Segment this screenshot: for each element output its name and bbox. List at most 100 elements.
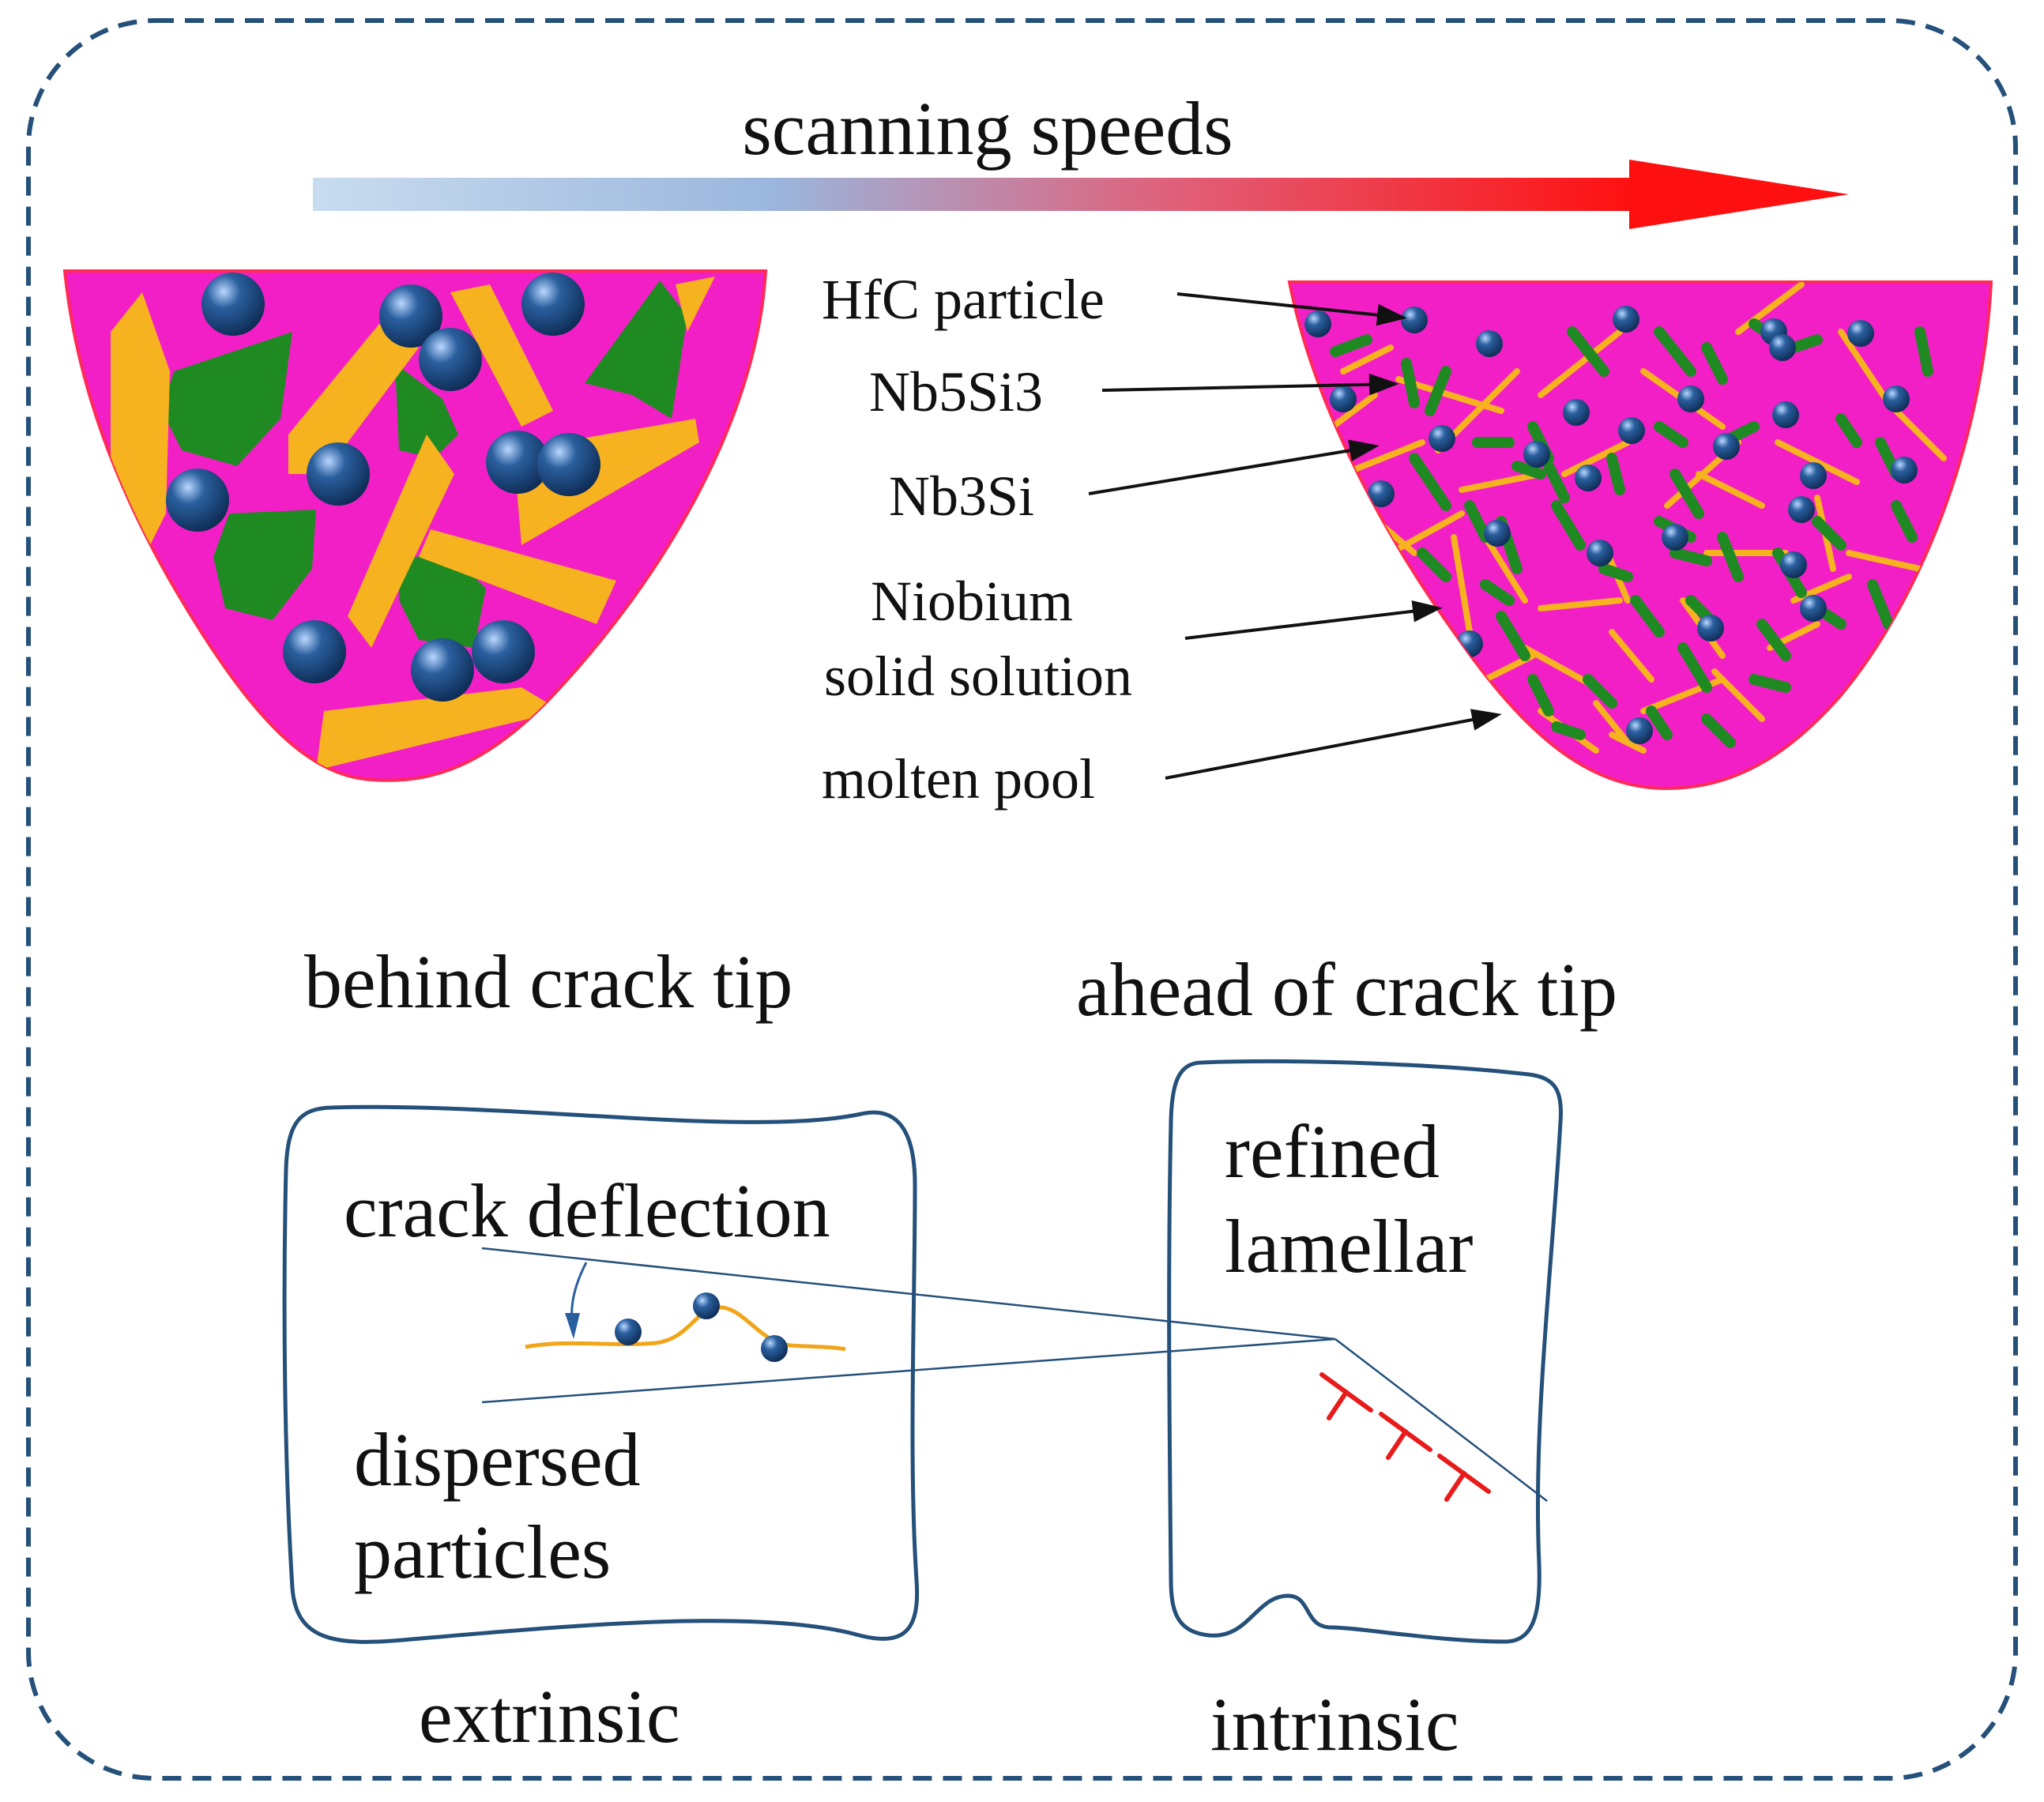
hfc-particle [1563,399,1590,426]
intrinsic-label: intrinsic [1210,1682,1459,1766]
hfc-particle [1847,320,1874,347]
nb5si3-rod [1606,453,1625,495]
nb3si-needle [1838,329,1892,406]
pointer-arrowhead [1376,303,1407,326]
nb5si3-rod [1756,619,1791,661]
crack-wedge [481,1247,1548,1502]
nb5si3-rod [1717,532,1744,582]
coarse-molten-pool [62,269,768,782]
refined-lamellar-line1: refined [1225,1109,1440,1194]
hfc-particle [1575,465,1602,491]
hfc-particle [379,284,442,348]
nb5si3-rod [1480,579,1515,606]
dislocation-symbol [1319,1372,1373,1420]
nb5si3-rod [1701,342,1728,385]
hfc-particle [283,620,346,683]
hfc-particle [1330,386,1357,412]
dislocation-symbol [1379,1412,1432,1460]
nb5si3-rod [1646,705,1673,740]
ahead-of-crack-tip-title: ahead of crack tip [1076,947,1617,1032]
hfc-particle [411,638,474,702]
nb3si-plate [288,324,419,474]
crack-path-particles [615,1292,788,1362]
pointer-arrowhead [1368,373,1399,396]
hfc-particle [1368,480,1395,507]
hfc-particle-label: HfC particle [822,268,1105,331]
dispersed-particles-line1: dispersed [354,1417,641,1502]
crack-tip-extension [1334,1338,1548,1502]
hfc-particle [1429,425,1455,452]
nb3si-needle [1609,732,1647,754]
scanning-speed-arrow [313,160,1849,229]
hfc-particle [201,273,265,336]
speed-arrow-head [1629,160,1849,229]
hfc-particle [1677,386,1704,412]
nb3si-plate [676,277,715,332]
refined-nb5si3-rods [1322,318,1933,748]
hfc-particle [537,433,600,496]
hfc-particle [1476,330,1503,357]
nb3si-needle [1711,668,1765,722]
nb5si3-rod [1511,461,1546,480]
nb3si-needle [1538,597,1623,611]
hfc-particle [1883,386,1910,412]
nb5si3-rod [1409,453,1451,511]
nb3si-needle [1538,329,1623,398]
hfc-particle [419,328,482,391]
nb5si3-rod [1788,334,1823,353]
pointer-arrowhead [1348,439,1380,461]
legend-pointers [1088,292,1502,780]
nb3si-needle [1561,439,1631,477]
refined-molten-pool [1287,280,1993,791]
nb5si3-rod [1669,468,1704,519]
hfc-particle [1697,615,1724,641]
nb5si3-rod [1496,611,1530,661]
hfc-particle [1618,417,1645,444]
dislocation-symbol [1437,1454,1491,1502]
nb3si-needle [1846,550,1923,572]
hfc-particle [486,431,549,494]
niobium-label-line2: solid solution [824,645,1132,708]
nb5si3-rod [1914,326,1933,377]
nb3si-needle [1459,471,1544,493]
nb5si3-rod [1322,500,1349,527]
nb5si3-rod [1583,674,1617,709]
dashed-frame [26,18,2018,1781]
nb5si3-rod [1330,334,1372,357]
hfc-particle [166,468,229,532]
hfc-particle [1662,524,1688,551]
nb3si-needle [1593,700,1631,746]
hfc-particle [521,273,585,336]
hfc-particle [1800,462,1827,489]
coarse-hfc-particles [166,273,600,702]
nb3si-needle [1451,534,1473,635]
refined-hfc-particles [1304,306,1918,744]
refined-lamellar-line2: lamellar [1225,1204,1474,1288]
nb5si3-rod [1669,547,1712,566]
hfc-particle [1891,457,1918,483]
hfc-particle [1401,307,1428,333]
nb3si-needle [1893,408,1947,461]
nb5si3-rod [1630,595,1665,638]
nb5si3-block [162,332,292,466]
nb5si3-label: Nb5Si3 [869,360,1043,423]
nb5si3-block [213,510,316,620]
hfc-particle [1713,433,1740,460]
crack-upper-flank [481,1247,1336,1341]
nb3si-plate [316,687,561,770]
hfc-particle [472,620,535,683]
hfc-particle [1613,306,1639,333]
nb3si-needle [1482,534,1528,604]
hfc-particle [693,1292,720,1319]
intrinsic-region-outline [1167,1059,1563,1644]
niobium-label-line1: Niobium [871,570,1073,633]
nb5si3-rod [1701,713,1736,748]
pointer-line [1184,607,1439,640]
crack-deflection-pointer [565,1262,588,1339]
nb3si-plate [348,435,454,648]
nb5si3-rod [1551,500,1586,551]
nb5si3-rod [1543,461,1570,503]
pointer-line [1176,292,1403,319]
hfc-particle [1626,717,1653,744]
nb5si3-block [585,280,687,419]
